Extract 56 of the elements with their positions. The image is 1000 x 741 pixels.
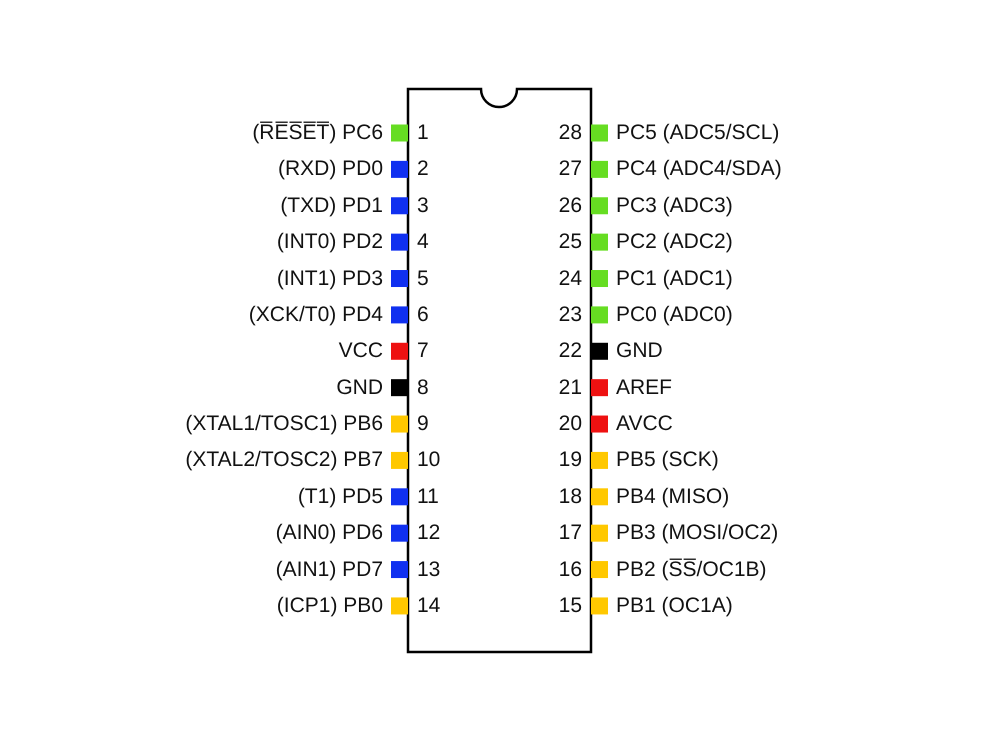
pin-label: (INT1) PD3 xyxy=(276,266,383,291)
pin-label: PC0 (ADC0) xyxy=(616,302,733,327)
pin-number: 18 xyxy=(558,484,582,509)
pin-label: GND xyxy=(616,339,663,364)
pin-label: (RXD) PD0 xyxy=(278,157,383,182)
pin-label: (AIN0) PD6 xyxy=(276,521,383,546)
pin-number: 24 xyxy=(558,266,582,291)
pin-number: 9 xyxy=(417,412,429,436)
pin-number: 28 xyxy=(558,121,582,145)
pin-number: 22 xyxy=(558,339,582,364)
pin-number: 7 xyxy=(417,339,429,364)
pin-number: 3 xyxy=(417,194,429,218)
pin-label: (AIN1) PD7 xyxy=(276,558,383,582)
pin-number: 12 xyxy=(417,521,440,546)
pin-label: PB2 (S̅S̅/OC1B) xyxy=(616,558,767,582)
pin-number: 8 xyxy=(417,376,429,400)
pin-label: PC1 (ADC1) xyxy=(616,266,733,291)
pin-label: (XTAL2/TOSC2) PB7 xyxy=(185,448,383,472)
pin-label: PB1 (OC1A) xyxy=(616,594,733,618)
pin-number: 10 xyxy=(417,448,440,472)
pin-label: GND xyxy=(336,376,383,400)
pin-number: 6 xyxy=(417,302,429,327)
pin-number: 17 xyxy=(558,521,582,546)
pin-label: (ICP1) PB0 xyxy=(276,594,383,618)
pin-label: PC4 (ADC4/SDA) xyxy=(616,157,782,182)
pin-label: VCC xyxy=(338,339,383,364)
pin-label: PB5 (SCK) xyxy=(616,448,719,472)
pin-number: 26 xyxy=(558,194,582,218)
pin-number: 14 xyxy=(417,594,440,618)
pin-number: 27 xyxy=(558,157,582,182)
pin-number: 1 xyxy=(417,121,429,145)
pin-label: (T1) PD5 xyxy=(298,484,383,509)
pin-number: 5 xyxy=(417,266,429,291)
pin-number: 19 xyxy=(558,448,582,472)
pin-label: (TXD) PD1 xyxy=(280,194,383,218)
pin-number: 13 xyxy=(417,558,440,582)
pin-label: (INT0) PD2 xyxy=(276,230,383,254)
pin-number: 21 xyxy=(558,376,582,400)
pin-label: PB3 (MOSI/OC2) xyxy=(616,521,778,546)
pin-number: 11 xyxy=(417,484,439,509)
pin-label: PC5 (ADC5/SCL) xyxy=(616,121,780,145)
pin-label: PB4 (MISO) xyxy=(616,484,730,509)
pin-label: AVCC xyxy=(616,412,673,436)
pin-label: (R̅E̅S̅E̅T̅) PC6 xyxy=(252,121,383,145)
pin-number: 4 xyxy=(417,230,429,254)
pin-label: AREF xyxy=(616,376,672,400)
pin-label: (XCK/T0) PD4 xyxy=(248,302,383,327)
pin-number: 15 xyxy=(558,594,582,618)
pin-number: 2 xyxy=(417,157,429,182)
pin-number: 20 xyxy=(558,412,582,436)
pin-number: 25 xyxy=(558,230,582,254)
pin-label: PC3 (ADC3) xyxy=(616,194,733,218)
pin-label: (XTAL1/TOSC1) PB6 xyxy=(185,412,383,436)
pin-number: 23 xyxy=(558,302,582,327)
pin-number: 16 xyxy=(558,558,582,582)
pin-label: PC2 (ADC2) xyxy=(616,230,733,254)
